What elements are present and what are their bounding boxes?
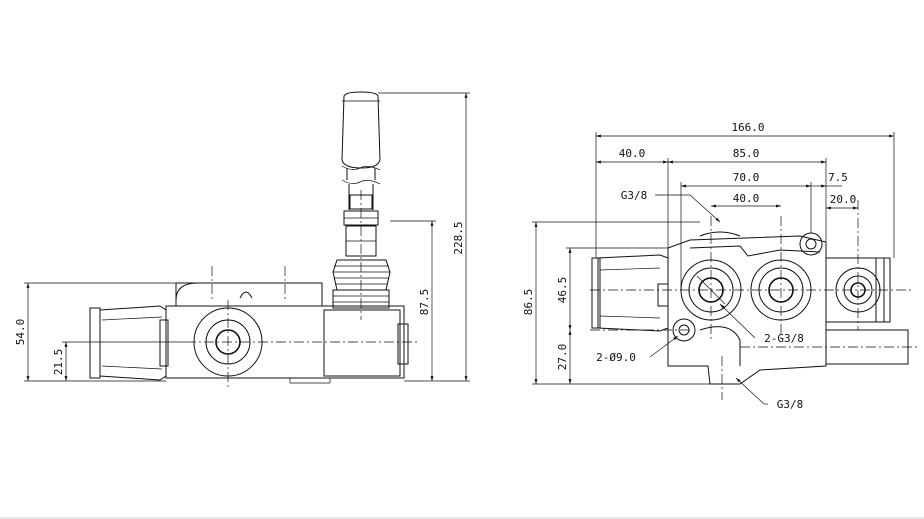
- dim-right-offset: 7.5: [828, 171, 848, 184]
- callout-port-top: G3/8: [621, 189, 648, 202]
- callout-leaders: [649, 194, 768, 405]
- dim-outer-span: 70.0: [733, 171, 760, 184]
- dim-overall-width: 166.0: [731, 121, 764, 134]
- dim-left-offset: 40.0: [619, 147, 646, 160]
- front-dimensions: [532, 132, 895, 385]
- side-port-block: [825, 257, 909, 365]
- callout-holes: 2-Ø9.0: [596, 351, 636, 364]
- dim-port-height: 21.5: [52, 349, 65, 376]
- side-dimensions: [24, 92, 470, 382]
- callout-port-side: 2-G3/8: [764, 332, 804, 345]
- dim-spool-height: 87.5: [418, 289, 431, 316]
- spool-cap-left: [89, 305, 169, 381]
- valve-body-front: [667, 231, 827, 385]
- side-view: 228.5 87.5 54.0 21.5: [14, 91, 470, 388]
- front-view: 166.0 40.0 85.0 70.0 40.0 7.5 20.0 86.5 …: [522, 121, 920, 411]
- dim-body-height: 54.0: [14, 319, 27, 346]
- bottom-divider: [0, 517, 924, 519]
- dim-center-span: 85.0: [733, 147, 760, 160]
- spool-cap-front: [591, 254, 669, 332]
- callout-port-bottom: G3/8: [777, 398, 804, 411]
- mounting-holes: [672, 232, 823, 342]
- valve-body-side: [165, 282, 409, 384]
- dim-inner-span: 40.0: [733, 192, 760, 205]
- dim-overall-height: 228.5: [452, 221, 465, 254]
- port-circle-side: [186, 266, 420, 388]
- dim-mid-height: 46.5: [556, 277, 569, 304]
- dim-low-height: 27.0: [556, 344, 569, 371]
- dim-total-height: 86.5: [522, 289, 535, 316]
- lever-boot: [332, 190, 391, 320]
- front-centerlines: [590, 200, 920, 400]
- lever-handle: [341, 91, 381, 210]
- dim-right-width: 20.0: [830, 193, 857, 206]
